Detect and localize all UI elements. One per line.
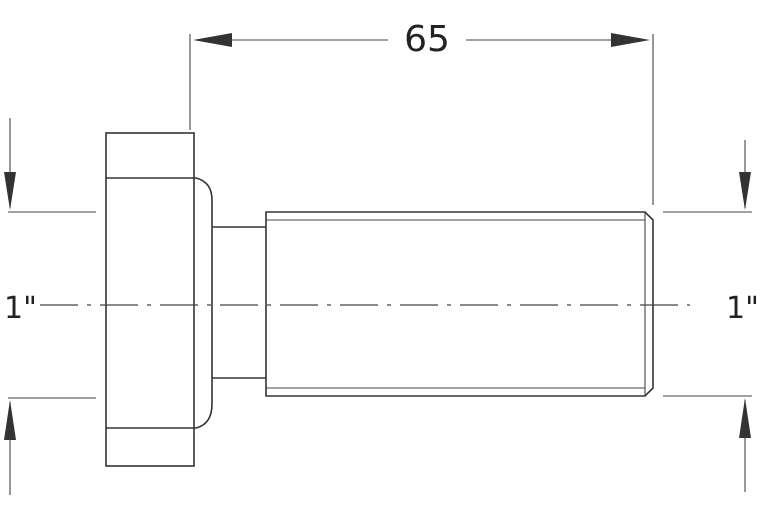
right-diameter-label: 1" <box>726 291 759 326</box>
length-dimension-value: 65 <box>404 19 450 60</box>
arrowhead-left-icon <box>193 33 232 47</box>
arrowhead-down-icon <box>4 172 16 210</box>
right-diameter-dimension: 1" <box>663 140 759 492</box>
bolt-neck <box>212 226 266 379</box>
length-dimension: 65 <box>189 19 654 205</box>
arrowhead-up-icon <box>4 400 16 440</box>
arrowhead-up-icon <box>739 398 751 438</box>
bolt-head <box>105 132 213 467</box>
arrowhead-down-icon <box>739 172 751 210</box>
arrowhead-right-icon <box>611 33 650 47</box>
left-diameter-dimension: 1" <box>4 118 96 495</box>
bolt-shank <box>265 211 654 397</box>
left-diameter-label: 1" <box>4 291 37 326</box>
